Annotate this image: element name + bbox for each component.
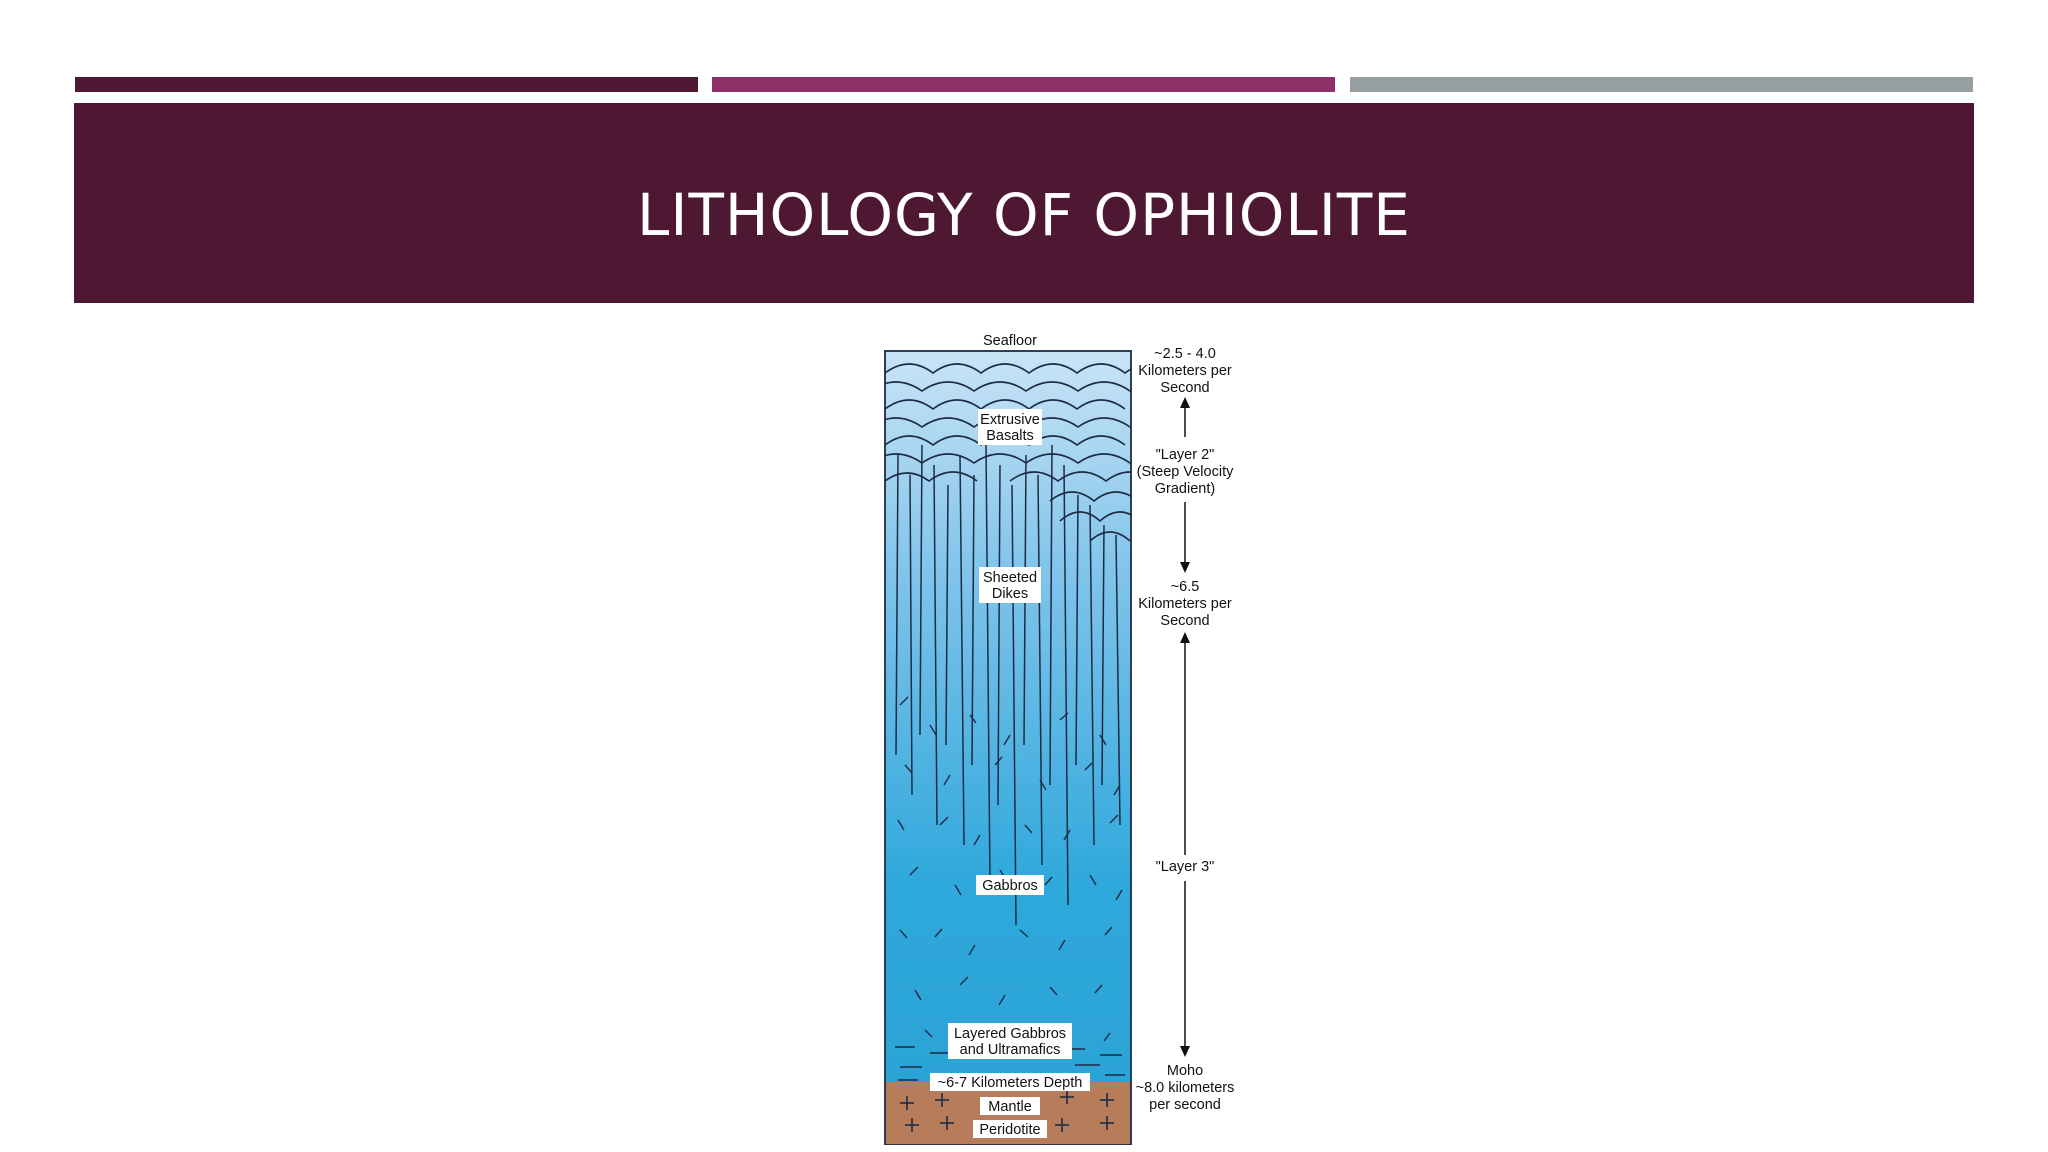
annot-v1-line3: Second	[1160, 380, 1209, 396]
label-extrusive: Extrusive	[980, 412, 1040, 428]
label-box-layered	[948, 1023, 1072, 1059]
label-basalts: Basalts	[986, 428, 1034, 444]
annot-layer2-line3: Gradient)	[1155, 481, 1215, 497]
annot-v2-line1: ~6.5	[1171, 579, 1200, 595]
arrow-head-up-1	[1180, 397, 1190, 408]
annot-layer3: "Layer 3"	[1156, 859, 1215, 875]
gabbro-texture	[897, 696, 1123, 1042]
arrow-head-down-4	[1180, 1046, 1190, 1057]
label-box-peridotite	[973, 1120, 1047, 1138]
label-sheeted: Sheeted	[983, 570, 1037, 586]
label-peridotite: Peridotite	[979, 1122, 1040, 1138]
label-box-gabbros	[976, 875, 1044, 895]
column-outline	[884, 350, 1132, 1145]
label-mantle: Mantle	[988, 1099, 1032, 1115]
annot-v2-line3: Second	[1160, 613, 1209, 629]
label-seafloor: Seafloor	[983, 333, 1037, 349]
annot-layer2-line2: (Steep Velocity	[1137, 464, 1234, 480]
label-box-mantle	[980, 1097, 1040, 1115]
annot-v1-line2: Kilometers per	[1138, 363, 1232, 379]
sheeted-dikes	[895, 444, 1121, 926]
velocity-annotations: ~2.5 - 4.0 Kilometers per Second "Layer …	[1136, 346, 1235, 1113]
label-layered-gabbros: Layered Gabbros	[954, 1026, 1066, 1042]
label-box-dikes	[979, 567, 1041, 603]
annot-moho-line1: Moho	[1167, 1063, 1203, 1079]
annot-v2-line2: Kilometers per	[1138, 596, 1232, 612]
annot-moho-line3: per second	[1149, 1097, 1221, 1113]
mantle-crosses	[900, 1090, 1114, 1132]
label-ultramafics: and Ultramafics	[960, 1042, 1061, 1058]
label-dikes: Dikes	[992, 586, 1028, 602]
layered-gabbro-lines	[895, 1046, 1125, 1081]
label-box-extrusive	[978, 409, 1042, 445]
arrow-head-down-2	[1180, 562, 1190, 573]
crust-column	[885, 351, 1131, 1113]
ophiolite-column-svg: Seafloor Extrusive Basalts Sheeted Dikes…	[884, 333, 1235, 1145]
label-depth: ~6-7 Kilometers Depth	[938, 1075, 1083, 1091]
header-bar-magenta	[712, 77, 1335, 92]
header-bar-gray	[1350, 77, 1973, 92]
label-gabbros: Gabbros	[982, 878, 1038, 894]
arrow-head-up-3	[1180, 632, 1190, 643]
label-box-depth	[930, 1073, 1090, 1091]
annot-moho-line2: ~8.0 kilometers	[1136, 1080, 1235, 1096]
annot-layer2-line1: "Layer 2"	[1156, 447, 1215, 463]
slide-title: LITHOLOGY OF OPHIOLITE	[637, 181, 1411, 249]
header-bar-dark	[75, 77, 698, 92]
title-band: LITHOLOGY OF OPHIOLITE	[74, 103, 1974, 303]
ophiolite-diagram: Seafloor Extrusive Basalts Sheeted Dikes…	[860, 325, 1280, 1145]
annot-v1-line1: ~2.5 - 4.0	[1154, 346, 1216, 362]
